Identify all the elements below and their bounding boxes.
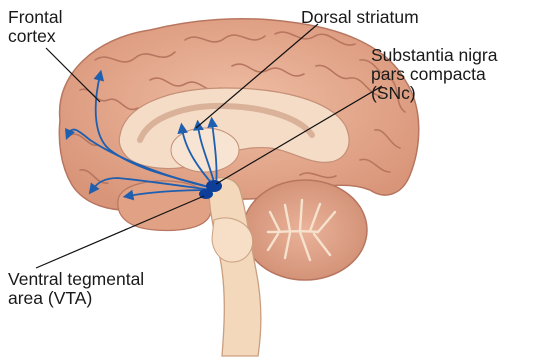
cerebellum — [243, 180, 367, 280]
label-substantia-nigra: Substantia nigra pars compacta (SNc) — [371, 46, 497, 103]
label-frontal-cortex: Frontal cortex — [8, 8, 62, 46]
thalamus — [171, 128, 239, 172]
label-dorsal-striatum: Dorsal striatum — [301, 8, 419, 27]
label-vta: Ventral tegmental area (VTA) — [8, 270, 144, 308]
